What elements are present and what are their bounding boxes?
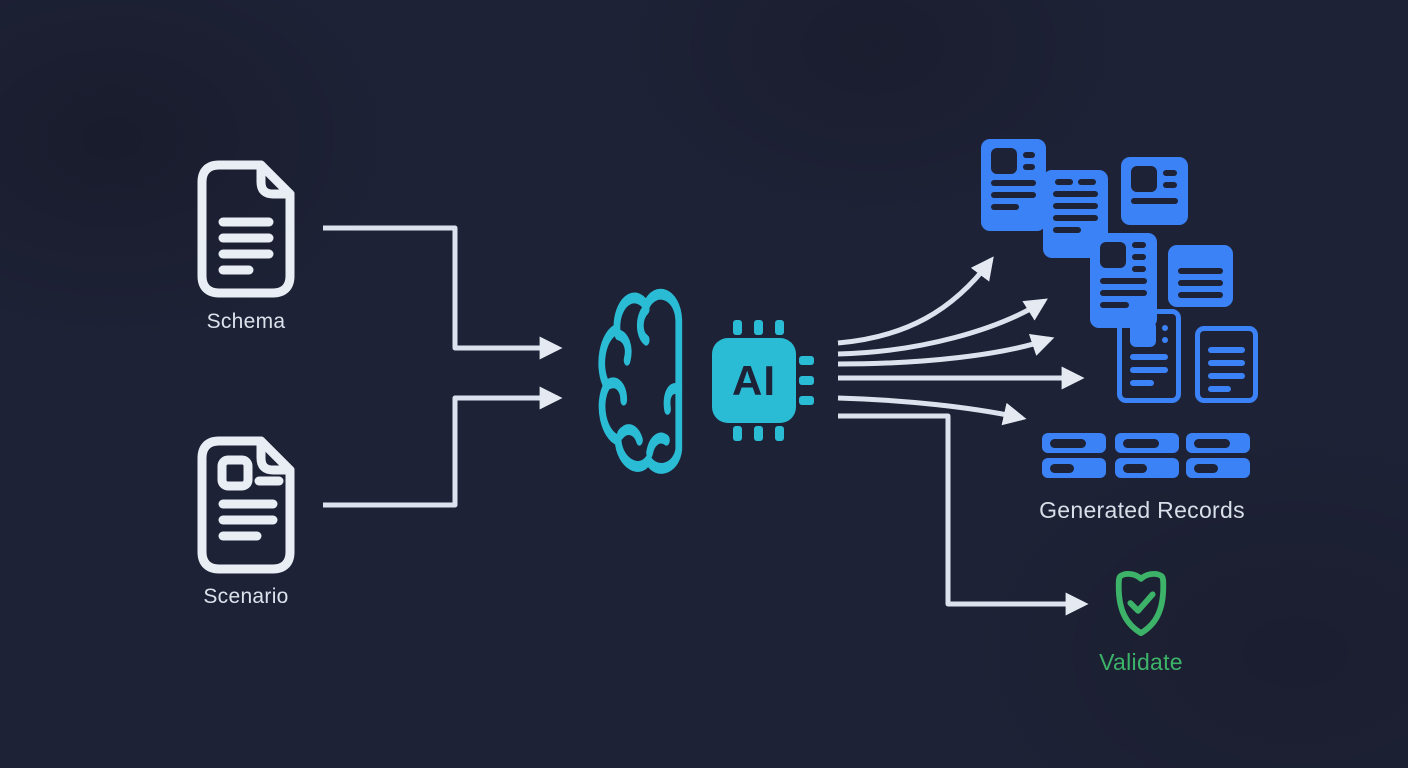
- brain-icon: [598, 289, 683, 474]
- chip-pin-right-3: [799, 396, 814, 405]
- schema-to-ai-connector: [323, 225, 563, 360]
- record-card: [1168, 245, 1233, 307]
- scenario-label: Scenario: [203, 585, 289, 608]
- record-card: [1195, 326, 1258, 403]
- ai-output-arrow-3: [837, 334, 1055, 367]
- ai-chip-icon: AI: [712, 338, 796, 423]
- shield-check-icon: [1115, 570, 1167, 636]
- record-card: [1117, 309, 1181, 403]
- ai-chip-label: AI: [732, 356, 776, 404]
- record-block: [1042, 433, 1106, 478]
- chip-pin-bottom-3: [775, 426, 784, 441]
- ai-output-arrow-5: [837, 395, 1027, 426]
- ai-to-validate-connector: [838, 413, 1089, 616]
- chip-pin-right-2: [799, 376, 814, 385]
- chip-pin-top-3: [775, 320, 784, 335]
- schema-label: Schema: [206, 310, 286, 333]
- validate-label: Validate: [1099, 649, 1183, 675]
- record-block: [1186, 433, 1250, 478]
- scenario-document-icon: [197, 436, 295, 574]
- scenario-to-ai-connector: [323, 386, 563, 508]
- schema-document-icon: [197, 160, 295, 298]
- chip-pin-top-1: [733, 320, 742, 335]
- chip-pin-bottom-1: [733, 426, 742, 441]
- ai-output-arrow-1: [837, 256, 994, 346]
- ai-output-arrow-2: [837, 298, 1048, 357]
- record-block: [1115, 433, 1179, 478]
- chip-pin-top-2: [754, 320, 763, 335]
- chip-pin-right-1: [799, 356, 814, 365]
- record-card: [981, 139, 1046, 231]
- chip-pin-bottom-2: [754, 426, 763, 441]
- record-card: [1121, 157, 1188, 225]
- generated-records-label: Generated Records: [1039, 497, 1245, 523]
